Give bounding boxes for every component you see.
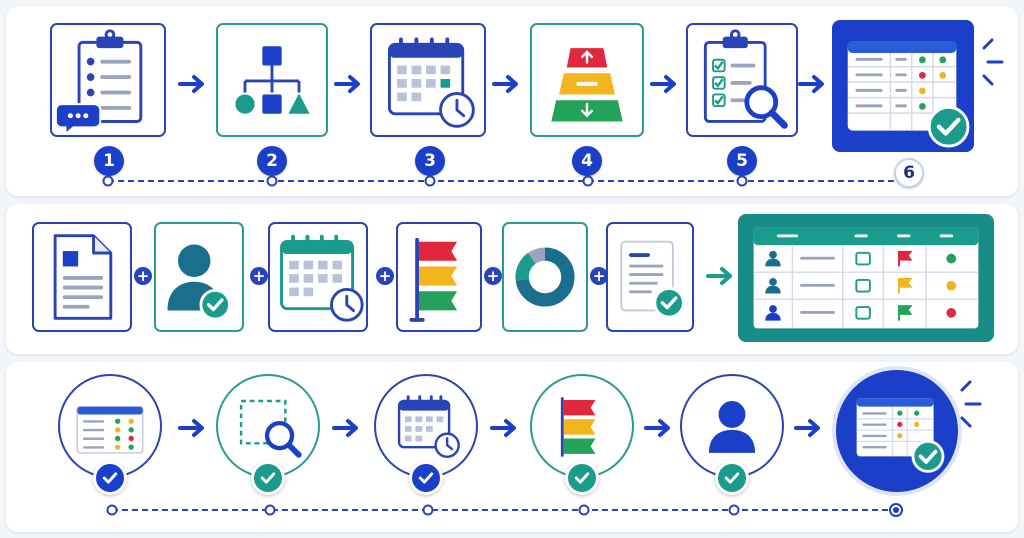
calendar-clock-icon: [280, 234, 364, 322]
plus-icon: +: [376, 267, 394, 285]
plus-icon: +: [590, 267, 608, 285]
input-user-card[interactable]: [154, 222, 244, 332]
input-calendar-card[interactable]: [268, 222, 368, 332]
assignment-table-card[interactable]: [738, 214, 994, 342]
document-icon: [53, 234, 113, 320]
step1-card[interactable]: [50, 23, 166, 137]
completion-check-icon: [565, 461, 599, 495]
final-dashboard-circle[interactable]: [832, 366, 962, 496]
row3-panel: [6, 362, 1018, 532]
row2-panel: + + +: [6, 204, 1018, 354]
priority-flags-icon: [560, 397, 596, 457]
dashboard-check-icon: [847, 41, 970, 148]
review-selection-circle[interactable]: [216, 374, 320, 478]
dashboard-check-icon: [856, 398, 945, 473]
arrow-right-icon: [178, 419, 204, 437]
priority-circle[interactable]: [530, 374, 634, 478]
input-note-card[interactable]: [606, 222, 694, 332]
note-check-icon: [620, 240, 685, 319]
highlight-rays-icon: [960, 380, 982, 428]
user-check-icon: [167, 244, 232, 321]
donut-chart-icon: [515, 247, 575, 307]
step6-number-badge: 6: [894, 158, 924, 188]
plus-icon: +: [484, 267, 502, 285]
arrow-right-icon: [178, 75, 204, 93]
step3-card[interactable]: [370, 23, 486, 137]
input-flags-card[interactable]: [396, 222, 482, 332]
input-document-card[interactable]: [32, 222, 132, 332]
step2-number-badge: 2: [257, 146, 287, 176]
step3-number-badge: 3: [415, 146, 445, 176]
assignee-circle[interactable]: [680, 374, 784, 478]
step4-number-badge: 4: [572, 146, 602, 176]
arrow-right-icon: [706, 267, 732, 285]
arrow-right-icon: [798, 75, 824, 93]
arrow-right-icon: [650, 75, 676, 93]
timeline-connector: [106, 503, 903, 517]
step4-card[interactable]: [530, 23, 644, 137]
step2-card[interactable]: [216, 23, 328, 137]
completion-check-icon: [409, 461, 443, 495]
arrow-right-icon: [334, 75, 360, 93]
selection-magnifier-icon: [239, 399, 302, 458]
table-status-icon: [76, 406, 144, 454]
assignment-table-icon: [753, 227, 979, 329]
plus-icon: +: [134, 267, 152, 285]
calendar-clock-icon: [397, 395, 460, 458]
result-table-circle[interactable]: [58, 374, 162, 478]
arrow-right-icon: [490, 419, 516, 437]
arrow-right-icon: [644, 419, 670, 437]
clipboard-chat-icon: [54, 29, 143, 135]
timeline-connector: [102, 175, 896, 187]
row1-panel: 1 2 3: [6, 6, 1018, 196]
priority-pyramid-icon: [551, 48, 623, 122]
hierarchy-shapes-icon: [235, 46, 310, 114]
step5-number-badge: 5: [727, 146, 757, 176]
highlight-rays-icon: [982, 38, 1004, 86]
priority-flags-icon: [409, 237, 458, 322]
step5-card[interactable]: [686, 23, 798, 137]
completion-check-icon: [715, 461, 749, 495]
calendar-clock-icon: [387, 37, 475, 128]
arrow-right-icon: [332, 419, 358, 437]
checklist-magnifier-icon: [703, 29, 788, 129]
arrow-right-icon: [492, 75, 518, 93]
plus-icon: +: [250, 267, 268, 285]
step6-card[interactable]: [832, 20, 974, 152]
step1-number-badge: 1: [94, 146, 124, 176]
user-icon: [708, 401, 756, 453]
input-donut-card[interactable]: [502, 222, 588, 332]
schedule-circle[interactable]: [374, 374, 478, 478]
completion-check-icon: [251, 461, 285, 495]
completion-check-icon: [93, 461, 127, 495]
arrow-right-icon: [794, 419, 820, 437]
